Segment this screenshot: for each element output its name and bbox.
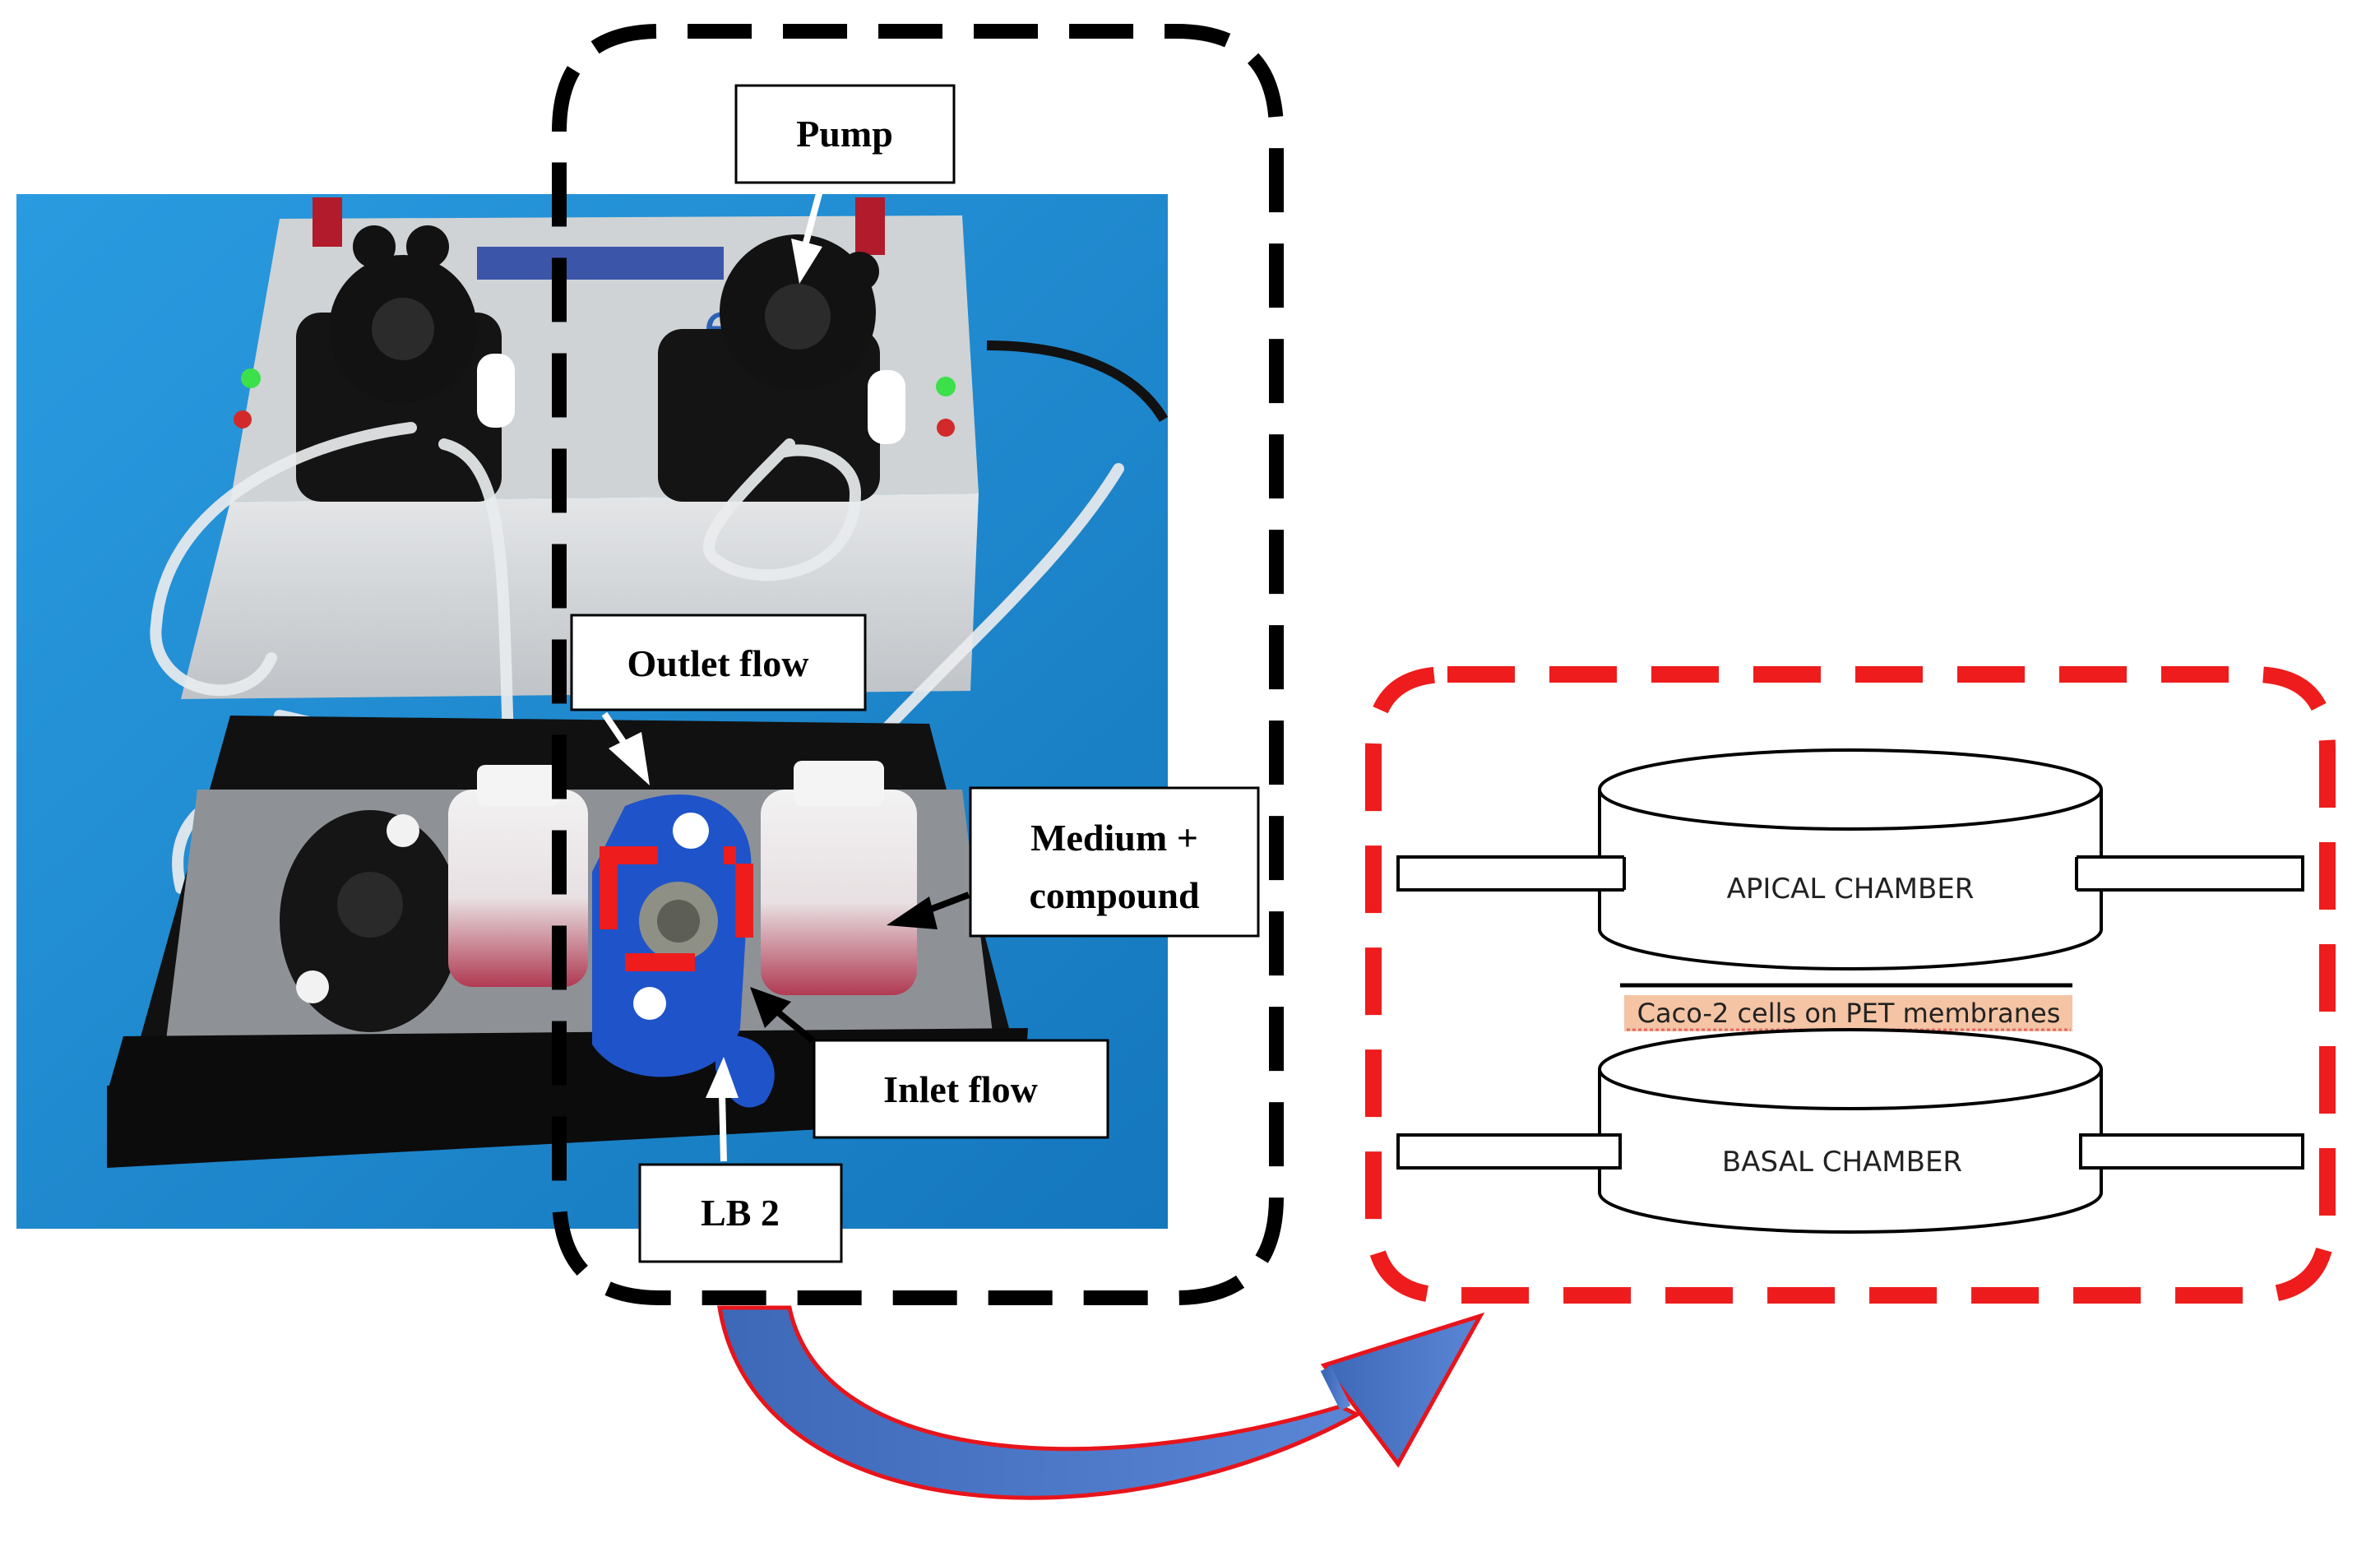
medium-compound-callout: Medium + compound <box>969 786 1260 938</box>
medium-compound-label-line2: compound <box>1029 874 1199 916</box>
outlet-flow-callout: Outlet flow <box>570 614 867 711</box>
pump-head-left <box>296 197 515 502</box>
medium-compound-arrow <box>887 892 970 929</box>
cells-highlight <box>1624 995 2072 1031</box>
apical-chamber: APICAL CHAMBER <box>1396 748 2304 970</box>
reservoir-right <box>761 761 917 995</box>
apical-chamber-label: APICAL CHAMBER <box>1727 873 1975 906</box>
basal-chamber: BASAL CHAMBER <box>1396 1028 2304 1234</box>
device-photo: eF <box>16 194 1169 1229</box>
lb2-label: LB 2 <box>701 1192 780 1234</box>
pump-callout: Pump <box>734 84 956 184</box>
reservoir-left <box>448 765 588 987</box>
transfer-arrow <box>717 1305 1485 1500</box>
inlet-flow-label: Inlet flow <box>883 1068 1038 1110</box>
outlet-flow-label: Outlet flow <box>627 642 808 684</box>
medium-compound-label-line1: Medium + <box>1030 817 1198 859</box>
lb2-arrow <box>706 1057 739 1162</box>
basal-chamber-label: BASAL CHAMBER <box>1722 1146 1962 1179</box>
cell-membrane: Caco-2 cells on PET membranes <box>1620 983 2072 1031</box>
basal-port-left <box>1396 1133 1622 1170</box>
basal-port-right <box>2079 1133 2304 1170</box>
inlet-flow-callout: Inlet flow <box>813 1039 1109 1139</box>
pump-label: Pump <box>796 113 893 155</box>
power-cable <box>986 340 1169 423</box>
cells-label: Caco-2 cells on PET membranes <box>1637 998 2061 1029</box>
inlet-flow-arrow <box>750 987 815 1044</box>
lb2-callout: LB 2 <box>638 1163 843 1263</box>
black-dashed-box <box>552 24 1284 1305</box>
outlet-flow-arrow <box>601 711 650 785</box>
bioreactor-left <box>280 810 461 1032</box>
lb2-highlight-marker <box>600 846 753 971</box>
pump-pointer-arrow <box>791 186 824 284</box>
